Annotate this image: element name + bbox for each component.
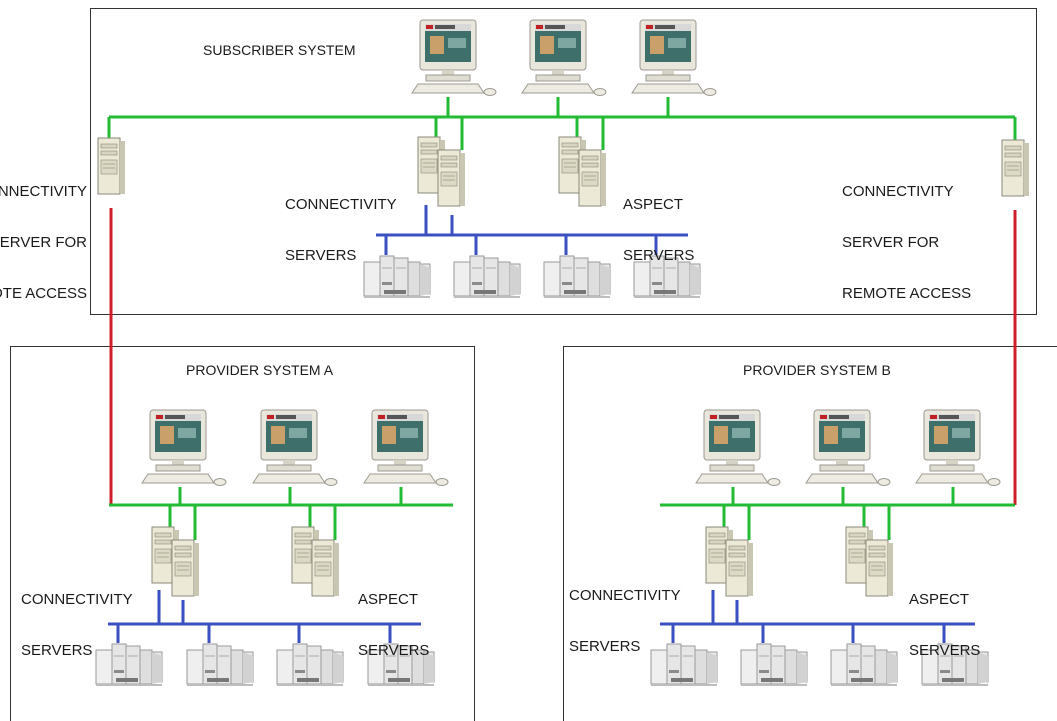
- controller-icon: [186, 643, 254, 687]
- controller-icon: [740, 643, 808, 687]
- controller-icon: [830, 643, 898, 687]
- remote-access-links: [109, 208, 1017, 505]
- workstation-icon: [411, 19, 497, 96]
- provider-a-title: PROVIDER SYSTEM A: [186, 362, 334, 378]
- workstation-icon: [915, 409, 1001, 486]
- subscriber-control-network: [376, 205, 688, 255]
- server-icon: [578, 149, 607, 207]
- controller-icon: [276, 643, 344, 687]
- workstation-icon: [521, 19, 607, 96]
- server-icon: [171, 539, 200, 597]
- subscriber-client-network: [107, 97, 1017, 150]
- provider-b-connectivity-label: CONNECTIVITY SERVERS: [569, 587, 681, 655]
- controller-icon: [453, 255, 521, 299]
- server-icon: [725, 539, 754, 597]
- provider-a-client-network: [109, 487, 453, 540]
- workstation-icon: [141, 409, 227, 486]
- provider-system-b-box: [563, 346, 1057, 721]
- provider-b-client-network: [660, 487, 1015, 540]
- subscriber-left-remote-label: CONNECTIVITY SERVER FOR REMOTE ACCESS: [0, 183, 87, 302]
- provider-system-a-box: [10, 346, 475, 721]
- provider-a-aspect-label: ASPECT SERVERS: [358, 591, 430, 659]
- workstation-icon: [695, 409, 781, 486]
- workstation-icon: [631, 19, 717, 96]
- server-icon: [311, 539, 340, 597]
- server-icon: [1001, 139, 1030, 197]
- provider-b-aspect-label: ASPECT SERVERS: [909, 591, 981, 659]
- workstation-icon: [805, 409, 891, 486]
- server-icon: [865, 539, 894, 597]
- subscriber-connectivity-label: CONNECTIVITY SERVERS: [285, 196, 397, 264]
- subscriber-aspect-label: ASPECT SERVERS: [623, 196, 695, 264]
- controller-icon: [543, 255, 611, 299]
- subscriber-system-title: SUBSCRIBER SYSTEM: [203, 42, 356, 58]
- provider-b-control-network: [660, 590, 975, 643]
- server-icon: [437, 149, 466, 207]
- subscriber-right-remote-label: CONNECTIVITY SERVER FOR REMOTE ACCESS: [842, 183, 972, 302]
- server-icon: [97, 137, 126, 195]
- provider-b-title: PROVIDER SYSTEM B: [743, 362, 891, 378]
- workstation-icon: [252, 409, 338, 486]
- provider-a-connectivity-label: CONNECTIVITY SERVERS: [21, 591, 133, 659]
- workstation-icon: [363, 409, 449, 486]
- provider-a-control-network: [108, 590, 421, 643]
- subscriber-system-box: [90, 8, 1037, 315]
